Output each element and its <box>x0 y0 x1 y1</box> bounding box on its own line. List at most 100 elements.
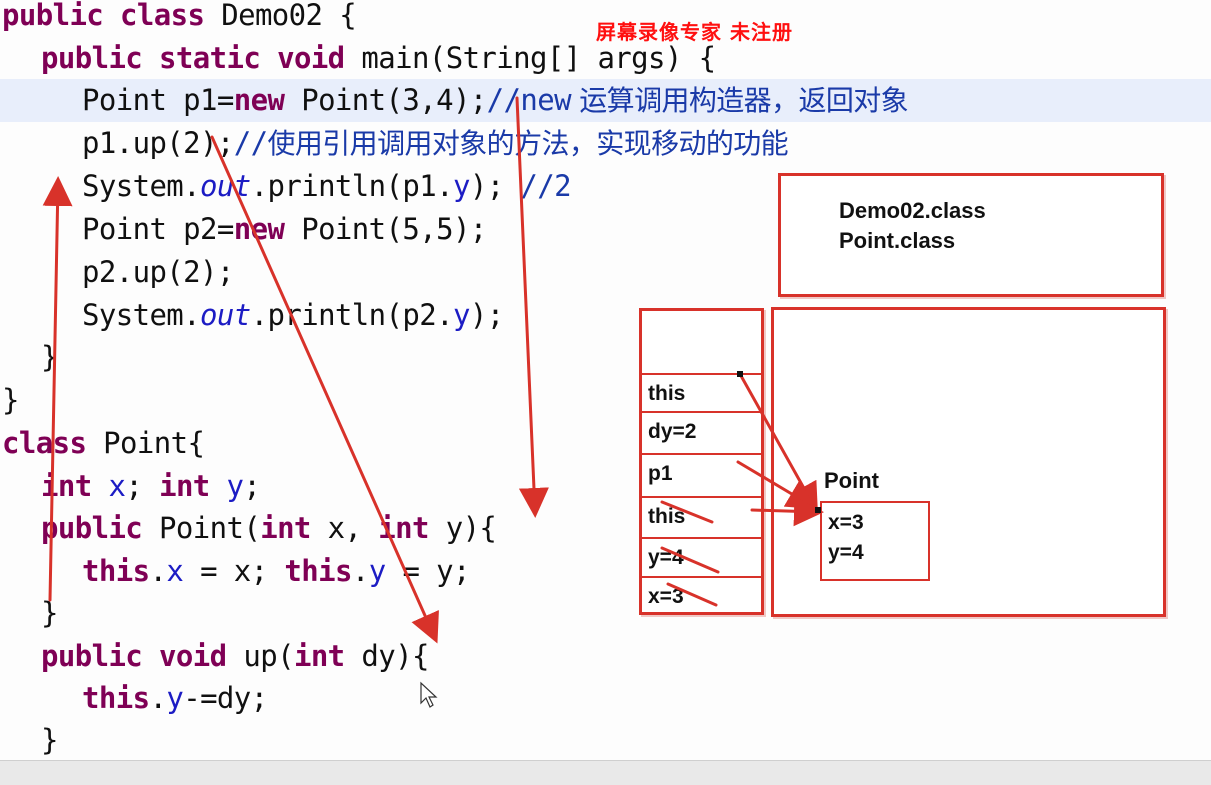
code-text: } <box>41 340 58 374</box>
field: y <box>368 554 386 588</box>
point-object-box: x=3 y=4 <box>820 501 930 581</box>
code-line-7[interactable]: p2.up(2); <box>82 251 234 294</box>
code-line-18[interactable]: } <box>41 719 58 762</box>
keyword: int <box>159 469 210 503</box>
field: y <box>226 469 244 503</box>
keyword: int <box>260 511 311 545</box>
keyword: this <box>82 681 150 715</box>
keyword: public <box>2 0 104 32</box>
code-text: Point(3,4); <box>284 83 487 117</box>
keyword: public <box>41 41 143 75</box>
field: y <box>452 298 470 332</box>
code-text: p2.up(2); <box>82 255 234 289</box>
stack-cell: dy=2 <box>642 411 761 451</box>
code-line-17[interactable]: this.y-=dy; <box>82 677 268 720</box>
method-area-item: Point.class <box>839 228 956 253</box>
stack-cell: this <box>642 496 761 536</box>
comment-text: 使用引用调用对象的方法，实现移动的功能 <box>267 127 789 160</box>
comment-text: 运算调用构造器，返回对象 <box>570 84 909 117</box>
code-text: -=dy; <box>183 681 268 715</box>
code-text: Point{ <box>86 426 205 460</box>
keyword: new <box>233 212 285 246</box>
code-text: y){ <box>428 511 497 545</box>
code-text: = y; <box>385 554 470 588</box>
keyword: int <box>41 469 92 503</box>
code-text: . <box>149 554 167 588</box>
code-line-11[interactable]: class Point{ <box>2 422 205 465</box>
code-line-13[interactable]: public Point(int x, int y){ <box>41 507 497 550</box>
stack-cell: y=4 <box>642 537 761 577</box>
code-text: ; <box>125 469 160 503</box>
code-text: main(String[] args) { <box>344 41 716 75</box>
code-text: ; <box>243 469 261 503</box>
method-area-item: Demo02.class <box>839 198 986 223</box>
code-text: p1.up(2); <box>82 126 234 160</box>
code-text: Point(5,5); <box>284 212 487 246</box>
code-text: Point p1= <box>82 83 234 117</box>
code-line-6[interactable]: Point p2=new Point(5,5); <box>82 208 487 251</box>
object-field: y=4 <box>828 541 864 564</box>
keyword: void <box>277 41 345 75</box>
code-text: .println(p2. <box>250 298 454 332</box>
status-bar <box>0 760 1211 785</box>
keyword: this <box>82 554 150 588</box>
code-line-8[interactable]: System.out.println(p2.y); <box>82 294 504 337</box>
code-text: } <box>41 723 58 757</box>
static-field: out <box>200 169 251 203</box>
keyword: void <box>159 639 227 673</box>
code-line-10[interactable]: } <box>2 379 19 422</box>
current-line-highlight <box>0 79 1211 122</box>
code-text: Point p2= <box>82 212 234 246</box>
code-text: . <box>149 681 167 715</box>
keyword: int <box>293 639 345 673</box>
heap-object-label: Point <box>824 468 879 493</box>
field: y <box>452 169 470 203</box>
code-line-15[interactable]: } <box>41 592 58 635</box>
code-line-14[interactable]: this.x = x; this.y = y; <box>82 550 470 593</box>
keyword: class <box>2 426 87 460</box>
code-line-16[interactable]: public void up(int dy){ <box>41 635 429 678</box>
keyword: public <box>41 639 143 673</box>
keyword: this <box>284 554 352 588</box>
code-text: Demo02 { <box>204 0 357 32</box>
code-text: Point( <box>142 511 261 545</box>
code-text: } <box>41 596 58 630</box>
code-text: .println(p1. <box>250 169 454 203</box>
code-line-1[interactable]: public class Demo02 { <box>2 0 357 37</box>
code-line-5[interactable]: System.out.println(p1.y); //2 <box>82 165 572 208</box>
comment: // <box>233 126 268 160</box>
keyword: class <box>120 0 205 32</box>
static-field: out <box>200 298 251 332</box>
code-text: ); <box>469 169 521 203</box>
keyword: new <box>233 83 285 117</box>
object-field: x=3 <box>828 511 864 534</box>
code-line-2[interactable]: public static void main(String[] args) { <box>41 37 716 80</box>
code-text: } <box>2 383 19 417</box>
keyword: public <box>41 511 143 545</box>
stack-cell: this <box>642 373 761 413</box>
code-text: up( <box>226 639 294 673</box>
code-text: ); <box>469 298 504 332</box>
code-line-4[interactable]: p1.up(2);//使用引用调用对象的方法，实现移动的功能 <box>82 122 789 165</box>
comment: //2 <box>520 169 572 203</box>
stack-cell: p1 <box>642 453 761 493</box>
code-text: dy){ <box>344 639 429 673</box>
stack-box: this dy=2 p1 this y=4 x=3 <box>639 308 764 615</box>
code-text: System. <box>82 298 201 332</box>
stack-cell: x=3 <box>642 576 761 616</box>
code-editor[interactable]: public class Demo02 { public static void… <box>0 0 1211 760</box>
field: x <box>166 554 184 588</box>
code-text: = x; <box>183 554 285 588</box>
code-text: . <box>351 554 369 588</box>
method-area-box: Demo02.class Point.class <box>778 173 1164 297</box>
keyword: static <box>159 41 261 75</box>
code-text: System. <box>82 169 201 203</box>
code-line-12[interactable]: int x; int y; <box>41 465 261 508</box>
code-text: x, <box>310 511 379 545</box>
field: y <box>166 681 184 715</box>
field: x <box>108 469 126 503</box>
heap-box: Point x=3 y=4 <box>771 307 1166 617</box>
code-line-3[interactable]: Point p1=new Point(3,4);//new 运算调用构造器，返回… <box>82 79 909 122</box>
code-line-9[interactable]: } <box>41 336 58 379</box>
comment: //new <box>486 83 572 117</box>
